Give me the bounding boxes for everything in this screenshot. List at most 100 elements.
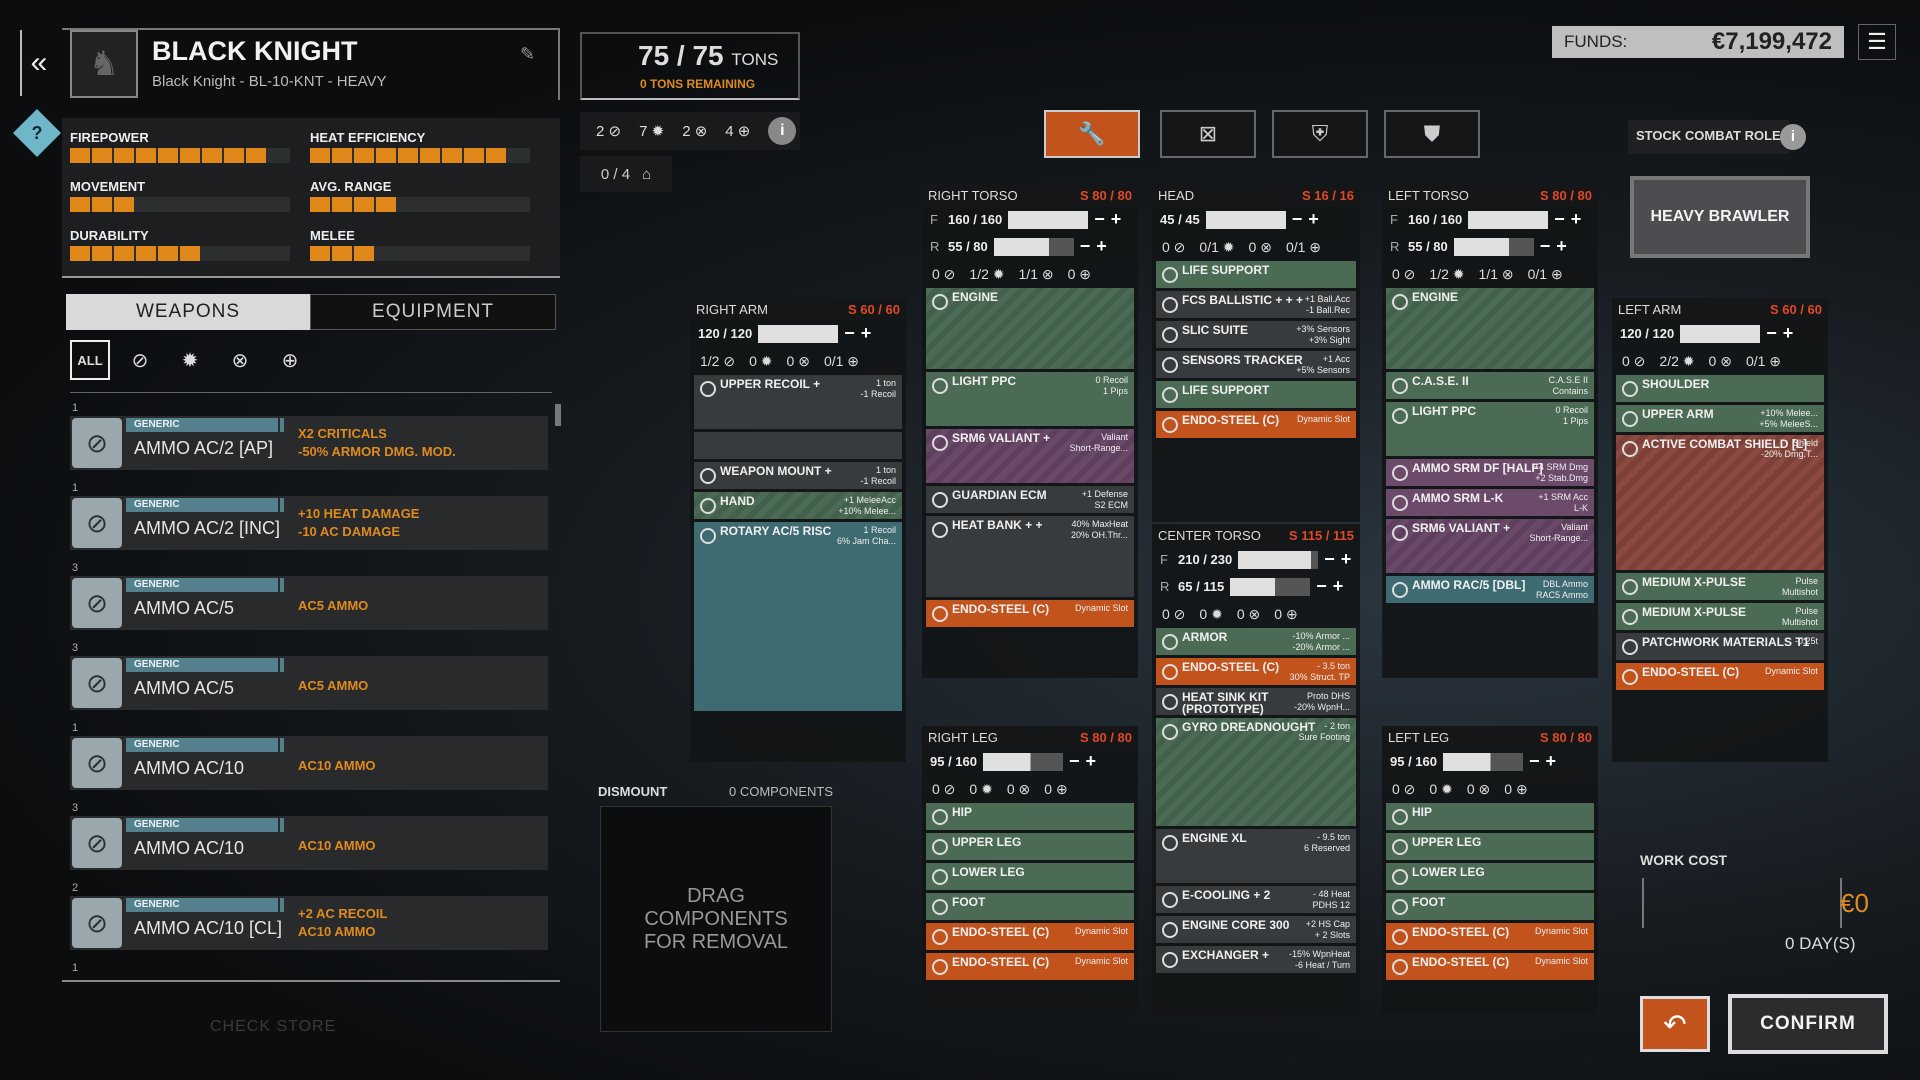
component-slot[interactable]: FOOT bbox=[926, 893, 1134, 920]
armor-bar[interactable] bbox=[1230, 577, 1311, 596]
decrease-button[interactable]: − bbox=[1539, 236, 1551, 256]
decrease-button[interactable]: − bbox=[1069, 751, 1080, 771]
list-item[interactable]: 1 bbox=[70, 962, 550, 982]
component-slot[interactable]: SLIC SUITE+3% Sensors +3% Sight bbox=[1156, 321, 1356, 348]
tab-weapons[interactable]: WEAPONS bbox=[66, 294, 310, 330]
increase-button[interactable]: + bbox=[1545, 751, 1557, 771]
component-slot[interactable]: HEAT SINK KIT (PROTOTYPE)Proto DHS -20% … bbox=[1156, 688, 1356, 715]
component-slot[interactable] bbox=[694, 432, 902, 459]
reset-button[interactable]: ↶ bbox=[1640, 996, 1710, 1052]
component-slot[interactable]: HIP bbox=[926, 803, 1134, 830]
decrease-button[interactable]: − bbox=[1094, 209, 1105, 229]
increase-button[interactable]: + bbox=[1085, 751, 1097, 771]
component-slot[interactable]: UPPER RECOIL +1 ton -1 Recoil bbox=[694, 375, 902, 429]
increase-button[interactable]: + bbox=[1096, 236, 1107, 256]
check-store-button[interactable]: CHECK STORE bbox=[210, 1018, 337, 1035]
decrease-button[interactable]: − bbox=[1291, 209, 1303, 229]
increase-button[interactable]: + bbox=[860, 323, 872, 343]
decrease-button[interactable]: − bbox=[1554, 209, 1565, 229]
info-icon[interactable]: i bbox=[1780, 124, 1806, 150]
info-icon[interactable]: i bbox=[768, 117, 797, 145]
component-slot[interactable]: UPPER LEG bbox=[1386, 833, 1594, 860]
component-slot[interactable]: LOWER LEG bbox=[926, 863, 1134, 890]
component-slot[interactable]: ENGINE CORE 300+2 HS Cap + 2 Slots bbox=[1156, 916, 1356, 943]
component-slot[interactable]: ENGINE XL- 9.5 ton 6 Reserved bbox=[1156, 829, 1356, 883]
confirm-button[interactable]: CONFIRM bbox=[1728, 994, 1888, 1054]
help-button[interactable]: ? bbox=[12, 108, 62, 158]
component-slot[interactable]: ENDO-STEEL (C)Dynamic Slot bbox=[926, 953, 1134, 980]
component-slot[interactable]: ENDO-STEEL (C)Dynamic Slot bbox=[1386, 953, 1594, 980]
increase-button[interactable]: + bbox=[1556, 236, 1567, 256]
armor-bar[interactable] bbox=[1453, 237, 1534, 256]
component-slot[interactable]: AMMO RAC/5 [DBL]DBL Ammo RAC5 Ammo bbox=[1386, 576, 1594, 603]
component-slot[interactable]: ENGINE bbox=[926, 288, 1134, 369]
component-slot[interactable]: ENDO-STEEL (C)- 3.5 ton 30% Struct. TP bbox=[1156, 658, 1356, 685]
armor-bar[interactable] bbox=[1680, 324, 1761, 343]
component-slot[interactable]: SRM6 VALIANT +Valiant Short-Range... bbox=[1386, 519, 1594, 573]
armor-bar[interactable] bbox=[758, 324, 839, 343]
component-slot[interactable]: ENDO-STEEL (C)Dynamic Slot bbox=[926, 600, 1134, 627]
increase-button[interactable]: + bbox=[1340, 549, 1352, 569]
filter-energy-icon[interactable]: ✹ bbox=[181, 349, 199, 372]
component-slot[interactable]: SENSORS TRACKER+1 Acc +5% Sensors bbox=[1156, 351, 1356, 378]
decrease-button[interactable]: − bbox=[1079, 236, 1091, 256]
menu-button[interactable]: ☰ bbox=[1858, 24, 1896, 60]
component-slot[interactable]: ARMOR-10% Armor ... -20% Armor ... bbox=[1156, 628, 1356, 655]
increase-button[interactable]: + bbox=[1110, 209, 1122, 229]
filter-ballistic-icon[interactable]: ⊘ bbox=[131, 349, 149, 372]
increase-button[interactable]: + bbox=[1570, 209, 1582, 229]
component-slot[interactable]: ENDO-STEEL (C)Dynamic Slot bbox=[1386, 923, 1594, 950]
component-slot[interactable]: ENGINE bbox=[1386, 288, 1594, 369]
component-slot[interactable]: GUARDIAN ECM+1 Defense S2 ECM bbox=[926, 486, 1134, 513]
component-slot[interactable]: SHOULDER bbox=[1616, 375, 1824, 402]
component-slot[interactable]: LIFE SUPPORT bbox=[1156, 381, 1356, 408]
component-slot[interactable]: ACTIVE COMBAT SHIELD [L]Shield -20% Dmg.… bbox=[1616, 435, 1824, 570]
filter-missile-icon[interactable]: ⊗ bbox=[231, 349, 249, 372]
component-slot[interactable]: UPPER ARM+10% Melee... +5% MeleeS... bbox=[1616, 405, 1824, 432]
armor-bar[interactable] bbox=[1238, 550, 1319, 569]
max-armor-button[interactable]: ⛊ bbox=[1384, 110, 1480, 158]
filter-all[interactable]: ALL bbox=[70, 340, 110, 380]
armor-bar[interactable] bbox=[993, 237, 1074, 256]
increase-button[interactable]: + bbox=[1332, 576, 1344, 596]
component-slot[interactable]: LOWER LEG bbox=[1386, 863, 1594, 890]
decrease-button[interactable]: − bbox=[1766, 323, 1777, 343]
component-slot[interactable]: GYRO DREADNOUGHT- 2 ton Sure Footing bbox=[1156, 718, 1356, 826]
wrench-tool-button[interactable]: 🔧 bbox=[1044, 110, 1140, 158]
component-slot[interactable]: LIFE SUPPORT bbox=[1156, 261, 1356, 288]
list-scrollbar[interactable] bbox=[555, 404, 561, 426]
armor-bar[interactable] bbox=[1468, 210, 1549, 229]
edit-icon[interactable]: ✎ bbox=[520, 44, 536, 64]
component-slot[interactable]: HIP bbox=[1386, 803, 1594, 830]
filter-support-icon[interactable]: ⊕ bbox=[281, 349, 299, 372]
armor-bar[interactable] bbox=[1205, 210, 1286, 229]
component-slot[interactable]: WEAPON MOUNT +1 ton -1 Recoil bbox=[694, 462, 902, 489]
back-button[interactable]: « bbox=[20, 30, 56, 96]
strip-armor-button[interactable]: ⛨ bbox=[1272, 110, 1368, 158]
